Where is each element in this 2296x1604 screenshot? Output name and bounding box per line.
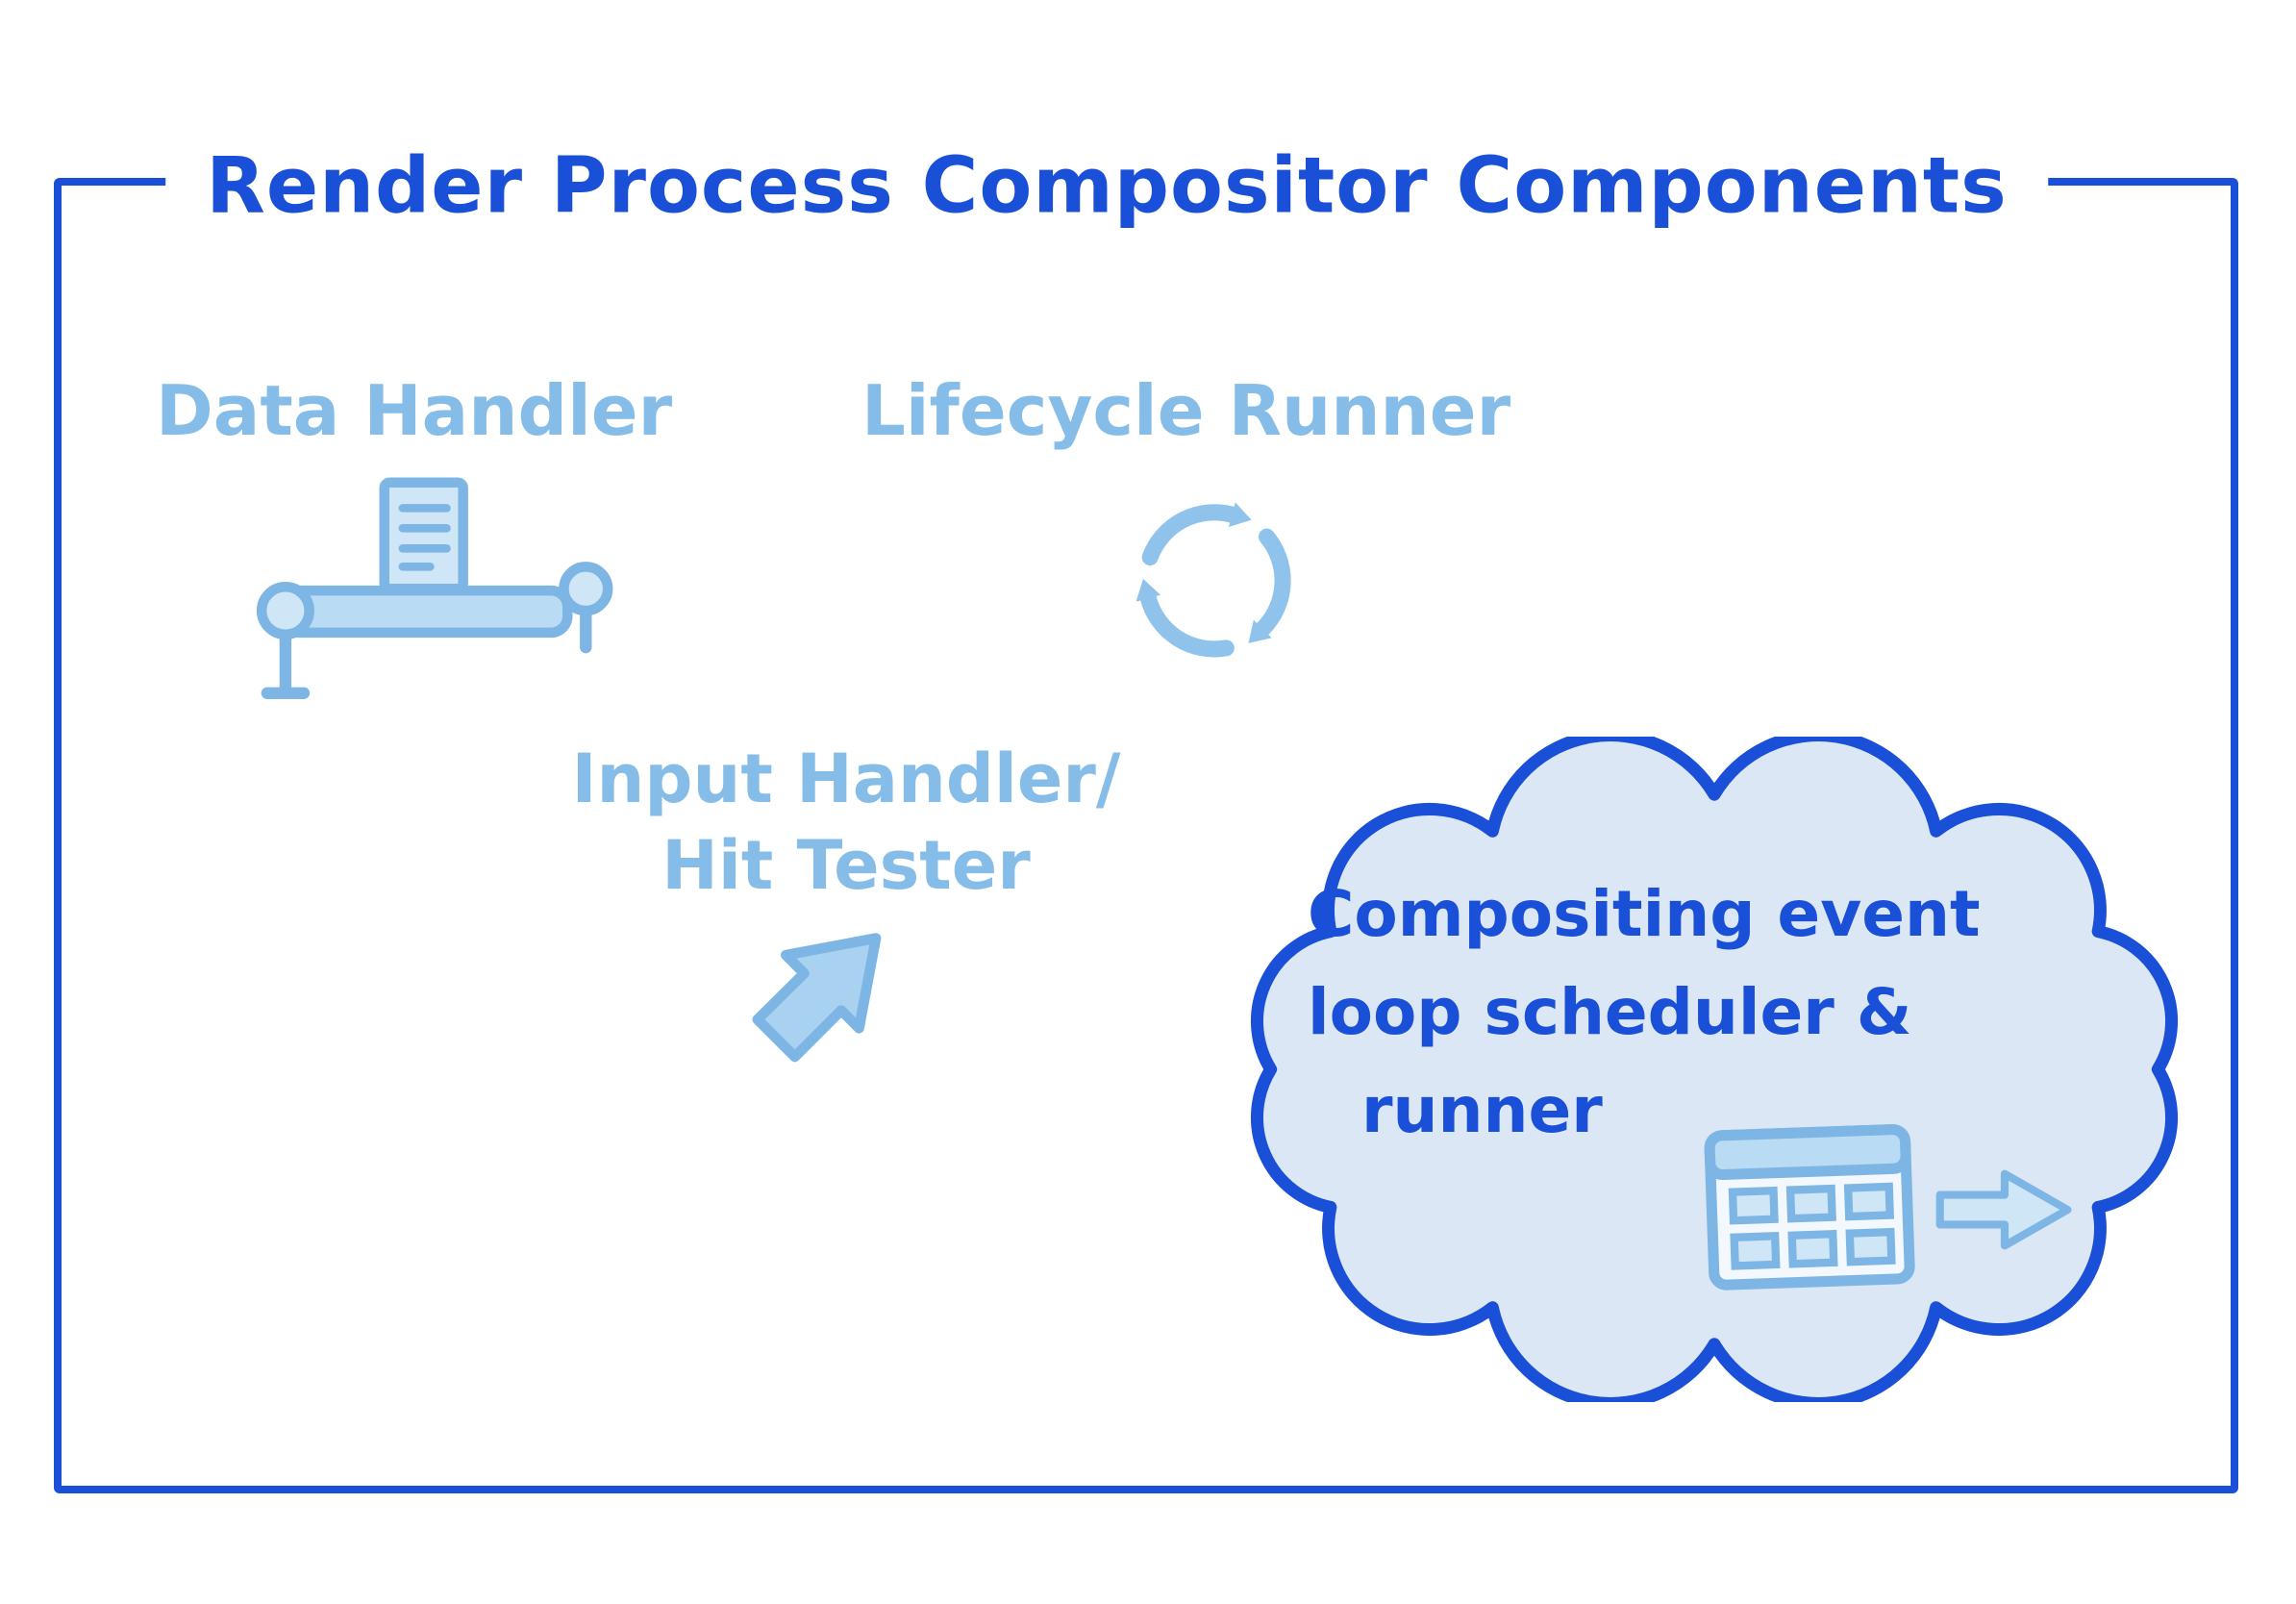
right-arrow-icon [1935,1169,2072,1250]
cloud-text-line2: loop scheduler & [1308,975,1912,1049]
cloud-shape [1251,737,2178,1402]
data-handler-label: Data Handler [156,370,673,451]
diagram-title: Render Process Compositor Components [165,140,2048,231]
cursor-arrow-icon [752,933,882,1063]
cloud-text-line1: Compositing event [1308,877,1981,951]
input-handler-line1: Input Handler/ [571,739,1121,818]
cycle-arrows-icon [1104,473,1325,683]
input-handler-label: Input Handler/ Hit Tester [481,737,1211,909]
scheduler-cloud: Compositing event loop scheduler & runne… [1210,737,2219,1402]
calendar-grid-icon [1704,1124,1915,1291]
conveyor-bar [278,585,573,639]
document-sheet [379,477,468,594]
document-lines [398,504,451,571]
lifecycle-runner-label: Lifecycle Runner [861,370,1511,451]
input-handler-line2: Hit Tester [661,825,1031,905]
cloud-text-line3: runner [1361,1073,1603,1147]
left-pin [256,582,314,640]
right-pin [559,562,613,616]
document-conveyor-icon [256,477,613,699]
